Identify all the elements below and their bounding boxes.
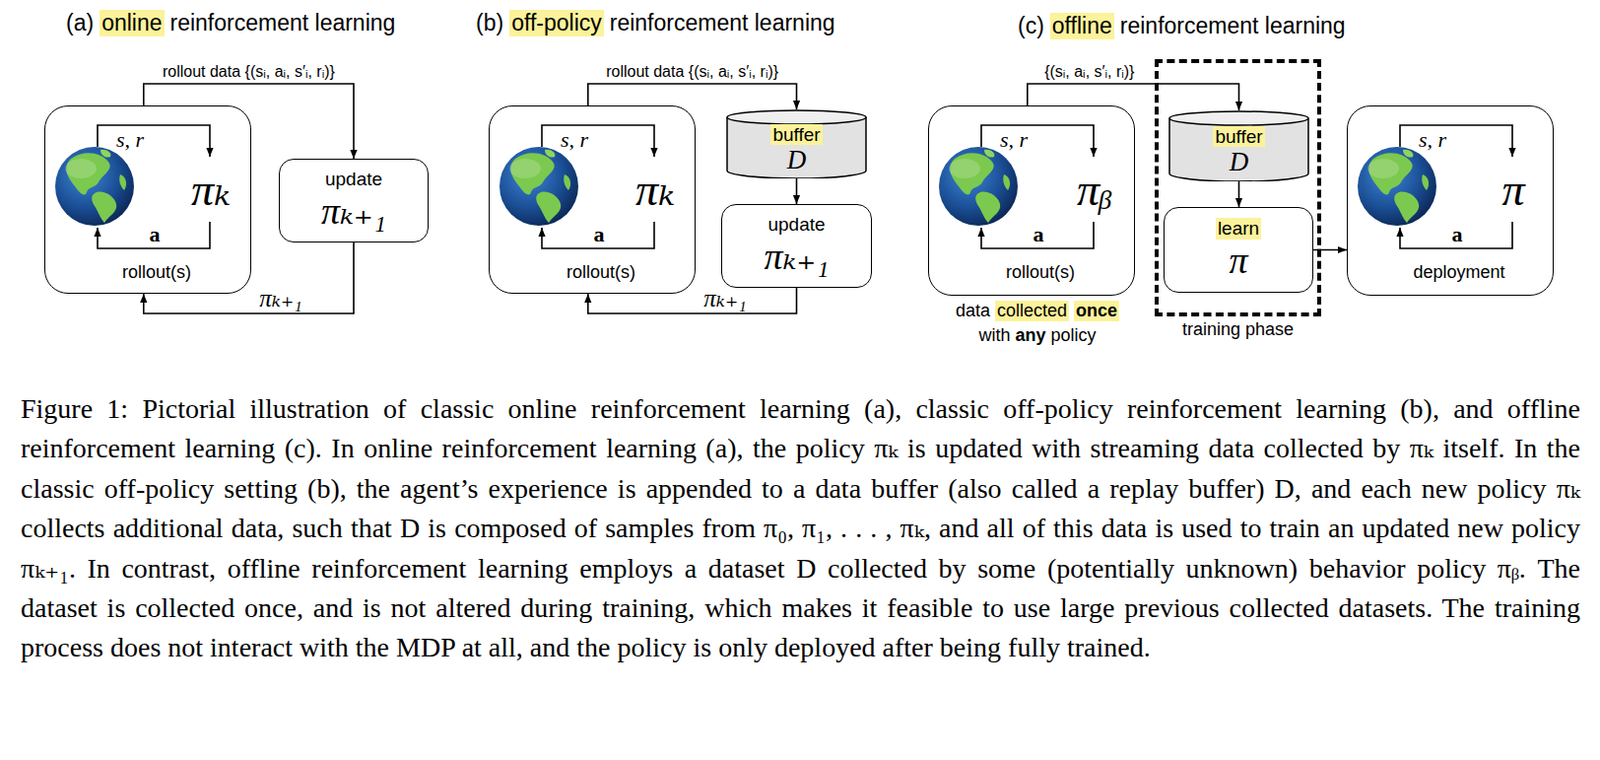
panel-letter: (a) (66, 9, 94, 37)
rollout-box: πₖ rollout(s) s, r a (488, 105, 696, 294)
action-label: a (594, 222, 605, 247)
note-word: policy (1051, 325, 1097, 346)
box-caption: rollout(s) (1005, 263, 1075, 283)
note-word: data (955, 300, 991, 322)
environment-loop (1357, 125, 1513, 249)
edge-label: πₖ₊₁ (701, 284, 749, 313)
rollout-box: πₖ rollout(s) s, r a (44, 105, 252, 294)
policy-symbol: π (1501, 165, 1525, 216)
note-word: collected (995, 300, 1069, 322)
action-label: a (1033, 222, 1045, 247)
panel-keyword: offline (1050, 12, 1115, 40)
region-caption: training phase (1182, 320, 1294, 340)
panel-title: (a)onlinereinforcement learning (66, 9, 396, 37)
box-title: buffer (1212, 126, 1265, 148)
environment-loop (55, 125, 210, 249)
training-region: training phasebufferDlearnπ (1154, 59, 1322, 317)
environment-loop (938, 125, 1094, 249)
policy-symbol: πₖ₊₁ (321, 190, 387, 234)
rollout-box: πᵦ rollout(s) s, r a (928, 105, 1135, 296)
panel-title-text: reinforcement learning (1120, 12, 1346, 40)
connector-arrow (588, 287, 798, 314)
policy-symbol: πₖ (635, 165, 675, 216)
policy-symbol: D (787, 144, 807, 176)
note-word: any (1014, 325, 1046, 346)
data-note: withanypolicy (978, 325, 1096, 346)
box-caption: rollout(s) (566, 263, 636, 283)
connector-arrow (796, 178, 799, 204)
connector-arrow (143, 83, 354, 159)
note-word: with (978, 325, 1010, 346)
box-title: learn (1215, 217, 1262, 240)
panel-letter: (c) (1017, 12, 1045, 40)
box-title: update (767, 213, 825, 236)
box-title: buffer (770, 124, 822, 146)
edge-label: {(sᵢ, aᵢ, s′ᵢ, rᵢ)} (1042, 63, 1136, 81)
edge-label: πₖ₊₁ (257, 284, 305, 313)
state-reward-label: s, r (1418, 128, 1447, 152)
box-caption: deployment (1412, 263, 1505, 283)
policy-symbol: π (1228, 239, 1248, 283)
panel-title-text: reinforcement learning (170, 9, 397, 37)
buffer-cylinder: bufferD (726, 109, 867, 179)
panel-letter: (b) (475, 9, 504, 37)
process-box: updateπₖ₊₁ (721, 203, 872, 288)
state-reward-label: s, r (116, 128, 144, 152)
panel-keyword: off-policy (509, 9, 604, 37)
edge-label: rollout data {(sᵢ, aᵢ, s′ᵢ, rᵢ)} (160, 63, 337, 81)
note-word: once (1073, 300, 1120, 322)
process-box: updateπₖ₊₁ (278, 158, 429, 243)
policy-symbol: πₖ (191, 165, 231, 216)
state-reward-label: s, r (560, 128, 589, 152)
state-reward-label: s, r (1000, 128, 1028, 152)
box-caption: rollout(s) (122, 263, 192, 283)
action-label: a (1452, 222, 1464, 247)
panel-title: (c)offlinereinforcement learning (1017, 12, 1346, 40)
panel-keyword: online (99, 9, 164, 37)
buffer-cylinder: bufferD (1168, 110, 1310, 182)
policy-symbol: πᵦ (1076, 165, 1113, 216)
policy-symbol: D (1229, 146, 1250, 178)
connector-arrow (1238, 181, 1241, 207)
edge-label: rollout data {(sᵢ, aᵢ, s′ᵢ, rᵢ)} (603, 63, 781, 81)
policy-symbol: πₖ₊₁ (763, 235, 829, 279)
process-box: learnπ (1163, 206, 1314, 293)
figure-caption: Figure 1: Pictorial illustration of clas… (20, 389, 1581, 668)
data-note: datacollectedonce (955, 300, 1120, 322)
box-title: update (325, 168, 383, 191)
environment-loop (499, 125, 655, 249)
rollout-box: π deployment s, r a (1346, 105, 1554, 296)
panel-title: (b)off-policyreinforcement learning (475, 9, 836, 37)
action-label: a (149, 222, 161, 247)
panel-title-text: reinforcement learning (609, 9, 836, 37)
